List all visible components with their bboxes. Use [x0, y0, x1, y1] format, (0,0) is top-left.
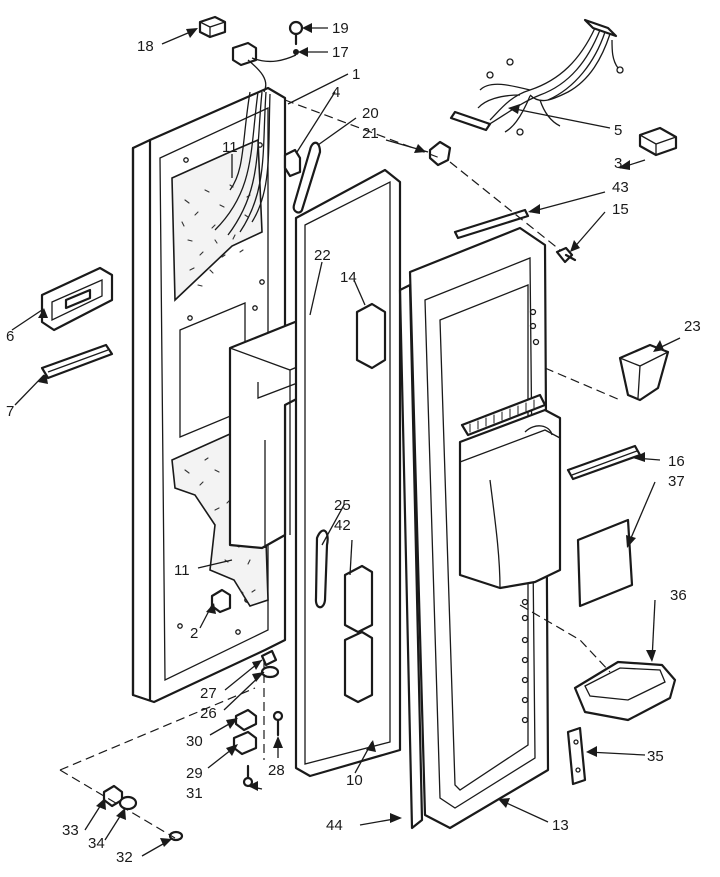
part-31-screw: [242, 764, 254, 788]
part-37-plate: [576, 518, 634, 608]
callout-2: 2: [190, 625, 198, 642]
callout-11-bottom: 11: [174, 562, 190, 579]
callout-37: 37: [668, 473, 685, 490]
part-16-strip: [566, 444, 642, 481]
leader-arrowheads: [38, 23, 664, 847]
part-28-screw: [272, 710, 284, 737]
callout-20: 20: [362, 105, 379, 122]
callout-25: 25: [334, 497, 351, 514]
part-15-screw: [555, 246, 577, 264]
part-26-washer: [260, 665, 280, 679]
callout-21: 21: [362, 125, 379, 142]
part-34-bushing: [118, 795, 138, 811]
callout-31: 31: [186, 785, 203, 802]
callout-6: 6: [6, 328, 14, 345]
part-17-connector: [231, 41, 299, 93]
callout-4: 4: [332, 84, 340, 101]
callout-1: 1: [352, 66, 360, 83]
callout-19: 19: [332, 20, 349, 37]
part-18-clip: [198, 15, 227, 39]
part-19-screw: [288, 20, 304, 46]
part-43-bar: [453, 208, 530, 240]
callout-22: 22: [314, 247, 331, 264]
callout-28: 28: [268, 762, 285, 779]
upper-insulation: [171, 138, 263, 302]
alignment-lines: [59, 99, 621, 839]
callout-13: 13: [552, 817, 569, 834]
callout-16: 16: [668, 453, 685, 470]
callout-labels: 18 19 17 1 4 20 21 5 3 43 15 11 22 14 23…: [6, 20, 701, 866]
part-32-screw: [168, 830, 184, 842]
callout-27: 27: [200, 685, 217, 702]
part-23-chute: [618, 343, 670, 402]
callout-7: 7: [6, 403, 14, 420]
callout-14: 14: [340, 269, 357, 286]
part-6-dispenser-cover: [40, 266, 114, 332]
door-liner: [398, 226, 562, 830]
callout-43: 43: [612, 179, 629, 196]
callout-44: 44: [326, 817, 343, 834]
wire-harness: [214, 91, 271, 236]
part-35-hinge: [566, 726, 587, 786]
callout-17: 17: [332, 44, 349, 61]
callout-26: 26: [200, 705, 217, 722]
callout-33: 33: [62, 822, 79, 839]
part-7-trim: [40, 343, 114, 380]
callout-3: 3: [614, 155, 622, 172]
part-3-bracket: [638, 126, 678, 157]
part-30-clip: [234, 708, 258, 732]
callout-30: 30: [186, 733, 203, 750]
callout-34: 34: [88, 835, 105, 852]
part-5-wire-harness: [449, 18, 624, 136]
inner-liner-frame: [283, 141, 402, 778]
callout-35: 35: [647, 748, 664, 765]
callout-10: 10: [346, 772, 363, 789]
part-36-drip-tray: [573, 660, 677, 722]
callout-29: 29: [186, 765, 203, 782]
callout-11-top: 11: [222, 139, 238, 156]
callout-32: 32: [116, 849, 133, 866]
callout-23: 23: [684, 318, 701, 335]
callout-15: 15: [612, 201, 629, 218]
part-29-block: [232, 730, 258, 756]
part-21-nut: [428, 140, 452, 167]
part-27-spacer: [260, 649, 278, 667]
callout-42: 42: [334, 517, 351, 534]
callout-36: 36: [670, 587, 687, 604]
callout-5: 5: [614, 122, 622, 139]
callout-18: 18: [137, 38, 154, 55]
